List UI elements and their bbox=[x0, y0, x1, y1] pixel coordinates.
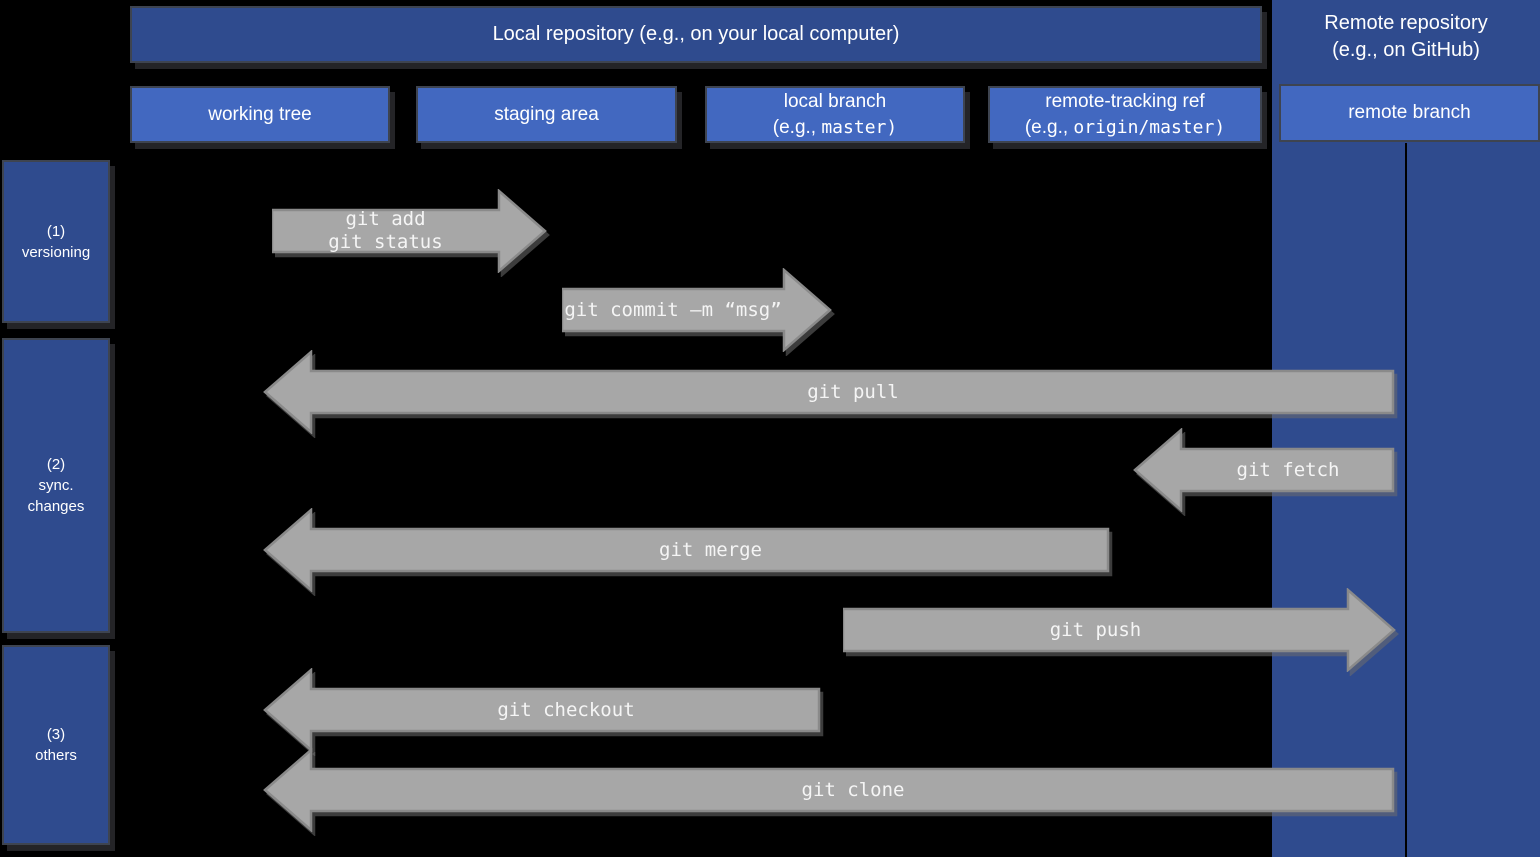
column-line-remote-tracking-ref bbox=[1123, 143, 1125, 857]
column-label: working tree bbox=[208, 103, 312, 125]
row-group-label: (2) sync. changes bbox=[27, 456, 85, 515]
column-label: local branch bbox=[783, 90, 887, 112]
column-header-remote-branch: remote branch bbox=[1279, 84, 1540, 142]
column-header-staging-area: staging area bbox=[416, 86, 677, 143]
column-header-working-tree: working tree bbox=[130, 86, 390, 143]
local-repository-title: Local repository (e.g., on your local co… bbox=[492, 23, 900, 45]
arrow-label: git commit –m “msg” bbox=[564, 298, 782, 321]
arrow-label: git pull bbox=[807, 380, 899, 403]
arrow-label: git add git status bbox=[328, 208, 443, 253]
arrow-label: git merge bbox=[659, 538, 762, 561]
left-arrow-icon bbox=[263, 748, 1395, 832]
arrow-git-fetch: git fetch bbox=[1133, 428, 1395, 512]
column-label: staging area bbox=[494, 103, 599, 125]
column-line-working-tree bbox=[259, 143, 261, 857]
arrow-git-clone: git clone bbox=[263, 748, 1395, 832]
arrow-git-commit: git commit –m “msg” bbox=[562, 268, 832, 352]
left-arrow-icon bbox=[263, 508, 1110, 592]
local-repository-header: Local repository (e.g., on your local co… bbox=[130, 6, 1262, 63]
arrow-label: git checkout bbox=[497, 698, 635, 721]
column-sublabel: (e.g., master) bbox=[772, 116, 898, 138]
row-group-sync-changes: (2) sync. changes bbox=[2, 338, 110, 633]
arrow-git-checkout: git checkout bbox=[263, 668, 821, 752]
right-arrow-icon bbox=[562, 268, 832, 352]
column-line-remote-branch bbox=[1405, 143, 1407, 857]
left-arrow-icon bbox=[1133, 428, 1395, 512]
left-arrow-icon bbox=[263, 350, 1395, 434]
arrow-label: git fetch bbox=[1236, 458, 1340, 481]
arrow-git-pull: git pull bbox=[263, 350, 1395, 434]
column-label: remote branch bbox=[1348, 102, 1471, 123]
row-group-label: (3) others bbox=[35, 726, 77, 764]
arrow-git-push: git push bbox=[843, 588, 1396, 672]
column-line-staging-area bbox=[546, 143, 548, 857]
column-sublabel: (e.g., origin/master) bbox=[1024, 116, 1226, 138]
left-arrow-icon bbox=[263, 668, 821, 752]
right-arrow-icon bbox=[843, 588, 1396, 672]
row-group-others: (3) others bbox=[2, 645, 110, 845]
remote-repository-title: Remote repository (e.g., on GitHub) bbox=[1324, 12, 1488, 61]
row-group-label: (1) versioning bbox=[21, 222, 91, 261]
arrow-label: git push bbox=[1049, 618, 1142, 641]
column-header-remote-tracking-ref: remote-tracking ref (e.g., origin/master… bbox=[988, 86, 1262, 143]
row-group-versioning: (1) versioning bbox=[2, 160, 110, 323]
column-label: remote-tracking ref bbox=[1045, 90, 1205, 112]
column-line-local-branch bbox=[834, 143, 836, 857]
arrow-git-merge: git merge bbox=[263, 508, 1110, 592]
arrow-git-add-status: git add git status bbox=[272, 189, 547, 273]
arrow-label: git clone bbox=[801, 778, 905, 801]
remote-repository-header: Remote repository (e.g., on GitHub) bbox=[1272, 2, 1540, 72]
right-arrow-icon bbox=[272, 189, 547, 273]
column-header-local-branch: local branch (e.g., master) bbox=[705, 86, 965, 143]
